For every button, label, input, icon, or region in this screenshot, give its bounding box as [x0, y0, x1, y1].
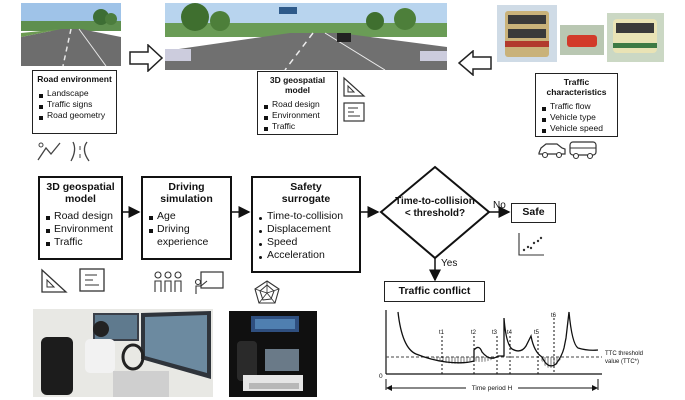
geospatial-model-box: 3D geospatial model Road design Environm… — [38, 176, 123, 260]
ttc-zero-label: 0 — [379, 373, 383, 380]
t4-label: t4 — [507, 330, 513, 336]
safety-item: Time-to-collision — [258, 210, 359, 223]
traffic-char-item: Vehicle speed — [541, 123, 617, 134]
blueprint-icon — [343, 102, 365, 122]
road-env-item: Landscape — [38, 88, 116, 99]
threshold-label-line2: value (TTC*) — [605, 359, 639, 365]
safety-item: Acceleration — [258, 249, 359, 262]
driving-simulation-title: Driving simulation — [160, 181, 213, 205]
time-period-label: Time period H — [472, 385, 513, 392]
traffic-characteristics-title: Traffic characteristics — [546, 77, 607, 97]
traffic-conflict-label: Traffic conflict — [398, 285, 471, 297]
driving-simulation-box: Driving simulation Age Driving experienc… — [141, 176, 232, 260]
geo-item: Road design — [45, 210, 121, 223]
geo-item: Environment — [45, 223, 121, 236]
simulated-road-photo — [165, 3, 447, 70]
conflict-area-3 — [540, 357, 562, 368]
decision-text: Time-to-collision < threshold? — [395, 196, 475, 219]
geo-model-item: Traffic — [263, 121, 337, 132]
no-label: No — [493, 200, 506, 211]
traffic-char-item: Traffic flow — [541, 101, 617, 112]
motion-simulator-photo — [229, 311, 317, 397]
landscape-icon — [37, 142, 61, 161]
geo-model-item: Road design — [263, 99, 337, 110]
geo-model-item: Environment — [263, 110, 337, 121]
ttc-chart: t1 t2 t3 t4 t5 t6 0 TTC threshold value … — [379, 310, 645, 392]
geospatial-model-box-top: 3D geospatial model Road design Environm… — [257, 71, 338, 135]
safety-surrogate-title: Safety surrogate — [281, 181, 331, 205]
t1-label: t1 — [439, 330, 445, 336]
t5-label: t5 — [534, 330, 540, 336]
geospatial-model-title-top: 3D geospatial model — [269, 75, 326, 95]
traffic-conflict-box: Traffic conflict — [384, 281, 485, 302]
road-photo-left — [21, 3, 121, 66]
safety-item: Displacement — [258, 223, 359, 236]
yes-label: Yes — [441, 258, 458, 269]
people-group-icon — [154, 271, 182, 292]
ttc-threshold-label: TTC threshold value (TTC*) — [605, 351, 645, 365]
car-icon — [538, 143, 566, 159]
scatter-plot-icon — [518, 233, 544, 256]
safety-surrogate-box: Safety surrogate Time-to-collision Displ… — [251, 176, 361, 273]
road-environment-title: Road environment — [37, 74, 112, 84]
road-env-item: Traffic signs — [38, 99, 116, 110]
traffic-char-item: Vehicle type — [541, 112, 617, 123]
presentation-board-icon — [194, 271, 224, 294]
arrow-right-hollow — [129, 44, 163, 72]
traffic-characteristics-box: Traffic characteristics Traffic flow Veh… — [535, 73, 618, 137]
safe-label: Safe — [522, 206, 545, 218]
road-env-item: Road geometry — [38, 110, 116, 121]
sim-item: Age — [148, 210, 230, 223]
arrow-left-hollow — [458, 50, 492, 76]
threshold-label-line1: TTC threshold — [605, 351, 643, 357]
t6-label: t6 — [551, 313, 557, 319]
road-geometry-icon — [70, 141, 90, 162]
sim-item: Driving experience — [148, 223, 219, 249]
t2-label: t2 — [471, 330, 477, 336]
conflict-area-1 — [431, 357, 472, 364]
bus-icon — [569, 141, 597, 160]
ttc-curve — [397, 311, 599, 367]
blueprint-icon — [79, 268, 105, 292]
triangle-ruler-icon — [343, 76, 366, 97]
road-environment-box: Road environment Landscape Traffic signs… — [32, 70, 117, 134]
safety-item: Speed — [258, 236, 359, 249]
radar-chart-icon — [254, 280, 280, 304]
geospatial-model-title: 3D geospatial model — [46, 181, 115, 205]
geo-item: Traffic — [45, 236, 121, 249]
safe-box: Safe — [511, 203, 556, 223]
t3-label: t3 — [492, 330, 498, 336]
triangle-ruler-icon — [41, 268, 68, 293]
driver-simulator-photo — [33, 309, 213, 397]
vehicle-photos — [497, 5, 664, 62]
